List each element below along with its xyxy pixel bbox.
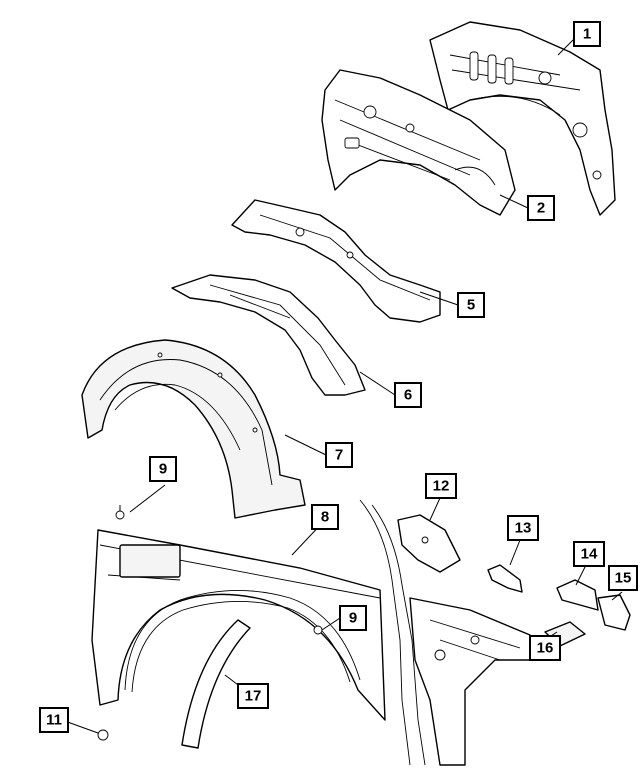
- callout-16-label: 16: [537, 640, 554, 657]
- callout-15: 15: [608, 565, 638, 591]
- fastener-9-lower: [313, 625, 323, 635]
- part-14-bracket: [556, 579, 599, 611]
- callout-1-label: 1: [583, 26, 591, 43]
- callout-9-upper-label: 9: [159, 461, 167, 478]
- callout-14: 14: [573, 541, 605, 567]
- callout-13: 13: [507, 515, 539, 541]
- callout-6: 6: [394, 382, 422, 408]
- callout-12: 12: [425, 473, 457, 499]
- callout-8: 8: [311, 504, 339, 530]
- part-8-fender: [91, 529, 386, 721]
- callout-7: 7: [325, 442, 353, 468]
- callout-17-label: 17: [245, 688, 262, 705]
- body-side-structure: [359, 499, 536, 766]
- callout-15-label: 15: [615, 570, 632, 587]
- part-12-bracket: [397, 514, 461, 573]
- fastener-9-upper: [115, 505, 125, 520]
- part-1-cowl-side-panel: [429, 21, 616, 216]
- callout-7-label: 7: [335, 447, 343, 464]
- part-6-lower-rail: [171, 274, 366, 396]
- part-17-wheel-flare: [181, 619, 251, 749]
- part-5-upper-rail: [231, 199, 441, 323]
- callout-8-label: 8: [321, 509, 329, 526]
- callout-5: 5: [457, 292, 485, 318]
- callout-12-label: 12: [433, 478, 450, 495]
- fastener-11: [97, 729, 109, 741]
- callout-11: 11: [39, 707, 69, 733]
- part-13-bracket: [487, 564, 523, 593]
- callout-2: 2: [527, 195, 555, 221]
- callout-2-label: 2: [537, 200, 545, 217]
- callout-1: 1: [573, 21, 601, 47]
- callout-5-label: 5: [467, 297, 475, 314]
- callout-14-label: 14: [581, 546, 598, 563]
- callout-16: 16: [529, 635, 561, 661]
- callout-11-label: 11: [46, 712, 62, 729]
- part-7-wheelhouse-liner: [81, 339, 306, 519]
- callout-17: 17: [237, 683, 269, 709]
- callout-9-upper: 9: [149, 456, 177, 482]
- callout-9-lower: 9: [339, 605, 367, 631]
- callout-13-label: 13: [515, 520, 532, 537]
- callout-6-label: 6: [404, 387, 412, 404]
- callout-9-lower-label: 9: [349, 610, 357, 627]
- part-2-inner-panel: [321, 69, 516, 216]
- part-15-bracket: [597, 594, 631, 631]
